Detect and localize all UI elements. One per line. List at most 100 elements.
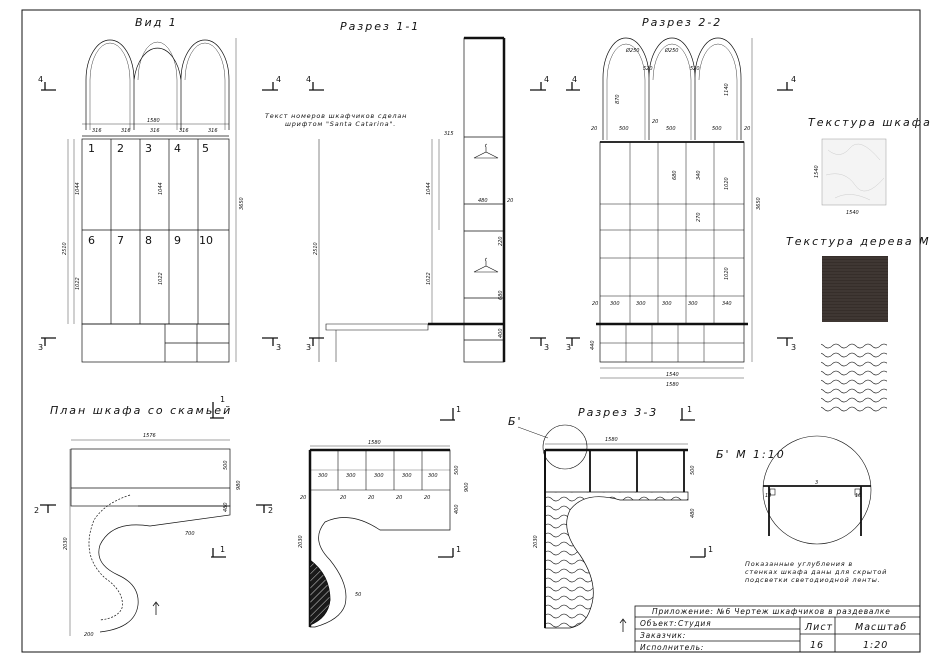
dim-view1-lower-b: 1022 bbox=[158, 272, 164, 285]
sheet-label: Лист bbox=[804, 622, 833, 633]
dim-mid-300: 300 bbox=[428, 473, 438, 479]
section-mark-1: 1 bbox=[220, 395, 225, 404]
section33-title: Разрез 3-3 bbox=[578, 406, 658, 419]
locker-number: 5 bbox=[202, 142, 209, 155]
plan-title: План шкафа со скамьей bbox=[50, 404, 232, 417]
dim-s33-top: 1580 bbox=[605, 437, 618, 443]
section-mark-4: 4 bbox=[38, 75, 43, 84]
locker-number: 9 bbox=[174, 234, 181, 247]
section-1-1: Разрез 1-1 Текст номеров шкафчиков сдела… bbox=[265, 20, 549, 363]
dim-s22-arch: Ø250 bbox=[625, 47, 639, 54]
dim-s22-3650: 3650 bbox=[756, 197, 762, 210]
section-mark-4: 4 bbox=[572, 75, 577, 84]
dim-view1-upper-b: 1044 bbox=[158, 182, 164, 195]
dim-s11-shelf: 480 bbox=[478, 198, 488, 204]
section-mark-4: 4 bbox=[306, 75, 311, 84]
dim-plan-500: 500 bbox=[223, 460, 229, 470]
section-mark-3: 3 bbox=[38, 343, 43, 352]
dim-s11-rail: 220 bbox=[498, 236, 504, 246]
dim-s22-440: 440 bbox=[590, 340, 596, 350]
dim-mid-20: 20 bbox=[340, 495, 346, 501]
dim-mid-300: 300 bbox=[318, 473, 328, 479]
dim-s22-270: 270 bbox=[696, 212, 702, 222]
dim-s22-gap: 20 bbox=[744, 126, 750, 132]
locker-number: 10 bbox=[199, 234, 213, 247]
section-mark-4: 4 bbox=[544, 75, 549, 84]
dim-mid-900: 900 bbox=[464, 482, 470, 492]
led-note-line1: Показанные углубления в bbox=[745, 560, 853, 568]
section-mark-1: 1 bbox=[687, 405, 692, 414]
locker-number: 3 bbox=[145, 142, 152, 155]
dim-s22-1020: 1020 bbox=[724, 267, 730, 280]
dim-mid-500: 500 bbox=[454, 465, 460, 475]
dim-s22-low-end: 340 bbox=[722, 301, 732, 307]
sheet-value: 16 bbox=[810, 640, 824, 651]
texture-wood-title: Текстура дерева М 1:25 bbox=[786, 235, 935, 248]
section-mark-1: 1 bbox=[220, 545, 225, 554]
dim-mid-h: 2030 bbox=[298, 535, 304, 548]
dim-s22-span: 520 bbox=[643, 66, 653, 72]
dim-s11-gap: 20 bbox=[507, 198, 513, 204]
section22-title: Разрез 2-2 bbox=[642, 16, 722, 29]
dim-mid-20: 20 bbox=[424, 495, 430, 501]
dim-mid-300: 300 bbox=[374, 473, 384, 479]
section-mark-1: 1 bbox=[456, 405, 461, 414]
dim-det-10: 10 bbox=[765, 493, 771, 499]
section-mark-4: 4 bbox=[791, 75, 796, 84]
section-mark-4: 4 bbox=[276, 75, 281, 84]
dim-s22-col: 500 bbox=[712, 126, 722, 132]
object-value: Студия bbox=[678, 619, 711, 628]
dim-plan-top: 1576 bbox=[143, 433, 156, 439]
scale-value: 1:20 bbox=[863, 640, 888, 651]
detail-b-title: Б' М 1:10 bbox=[716, 448, 786, 461]
section11-title: Разрез 1-1 bbox=[340, 20, 420, 33]
dim-s11-h2: 1022 bbox=[426, 272, 432, 285]
dim-view1-width: 1580 bbox=[147, 118, 160, 124]
dim-s22-arch: Ø250 bbox=[664, 47, 678, 54]
section-mark-3: 3 bbox=[791, 343, 796, 352]
dim-s22-gap: 20 bbox=[591, 126, 597, 132]
detail-callout-circle bbox=[542, 424, 588, 470]
dim-s11-top: 315 bbox=[444, 131, 454, 137]
dim-plan-980: 980 bbox=[236, 480, 242, 490]
dim-plan-h: 2030 bbox=[63, 537, 69, 550]
dim-s22-1020: 1020 bbox=[724, 177, 730, 190]
dim-mid-400: 400 bbox=[454, 504, 460, 514]
dim-s22-340: 340 bbox=[696, 170, 702, 180]
locker-number: 1 bbox=[88, 142, 95, 155]
dim-s11-h3: 2510 bbox=[313, 242, 319, 255]
detail-b: Б' М 1:10 3 10 10 Показанные углубления … bbox=[716, 435, 887, 584]
dim-det-10: 10 bbox=[855, 493, 861, 499]
dim-view1-seg2: 316 bbox=[121, 128, 131, 134]
dim-mid-300: 300 bbox=[346, 473, 356, 479]
dim-texture-w: 1540 bbox=[846, 210, 859, 216]
dim-s22-w1: 1540 bbox=[666, 372, 679, 378]
dim-s22-gap: 20 bbox=[652, 119, 658, 125]
texture-cabinet-title: Текстура шкафа bbox=[808, 116, 932, 129]
locker-number: 4 bbox=[174, 142, 181, 155]
dim-s11-h1: 1044 bbox=[426, 182, 432, 195]
section-mark-3: 3 bbox=[306, 343, 311, 352]
dim-s22-gap: 20 bbox=[592, 301, 598, 307]
section-mark-3: 3 bbox=[276, 343, 281, 352]
texture-samples: Текстура шкафа 1540 1540 Текстура дерева… bbox=[786, 116, 935, 412]
dim-s22-col: 500 bbox=[666, 126, 676, 132]
dim-view1-seg1: 316 bbox=[92, 128, 102, 134]
dim-s33-500: 500 bbox=[690, 465, 696, 475]
led-note-line2: стенках шкафа даны для скрытой bbox=[745, 568, 887, 576]
bench-plan: 1580 300 300 300 300 300 20 20 20 20 20 … bbox=[298, 405, 470, 628]
dim-view1-seg3: 316 bbox=[150, 128, 160, 134]
dim-s22-680: 680 bbox=[672, 170, 678, 180]
locker-number: 2 bbox=[117, 142, 124, 155]
dim-mid-20: 20 bbox=[368, 495, 374, 501]
dim-mid-300: 300 bbox=[402, 473, 412, 479]
dim-s22-col: 500 bbox=[619, 126, 629, 132]
object-label: Объект: bbox=[640, 619, 677, 628]
dim-view1-full: 3650 bbox=[239, 197, 245, 210]
dim-s22-1140: 1140 bbox=[724, 83, 730, 96]
dim-s22-low: 300 bbox=[636, 301, 646, 307]
led-note-line3: подсветки светодиодной ленты. bbox=[745, 576, 881, 584]
section-mark-3: 3 bbox=[544, 343, 549, 352]
plan-view: План шкафа со скамьей 1 1576 500 980 480… bbox=[34, 395, 273, 638]
